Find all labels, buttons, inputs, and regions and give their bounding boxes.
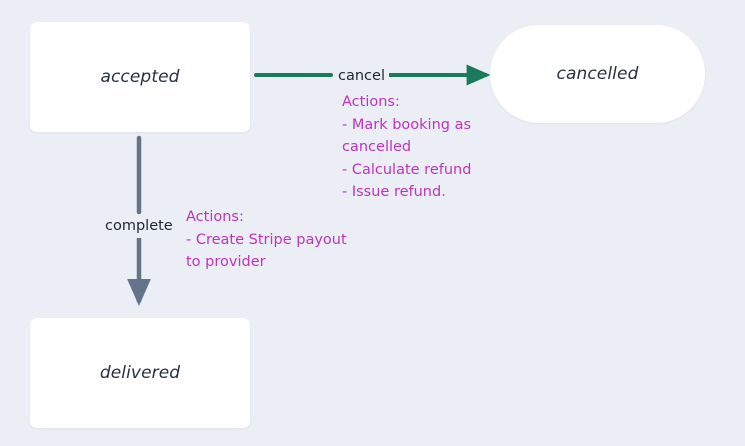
edge-label-complete: complete [101, 216, 177, 237]
actions-heading: Actions: [186, 209, 244, 225]
actions-item: - Mark booking as [342, 116, 472, 133]
actions-heading: Actions: [342, 94, 400, 110]
edge-label-cancel: cancel [334, 67, 389, 86]
actions-item: - Calculate refund [342, 161, 472, 178]
state-node-delivered-label: delivered [99, 363, 181, 383]
state-node-accepted[interactable]: accepted [30, 22, 250, 132]
state-node-cancelled[interactable]: cancelled [490, 25, 705, 123]
actions-item: - Create Stripe payout [186, 231, 347, 248]
state-node-delivered[interactable]: delivered [30, 318, 250, 428]
actions-item: to provider [186, 254, 266, 270]
actions-item: cancelled [342, 139, 412, 155]
actions-annotation-complete: Actions: - Create Stripe payout to provi… [186, 206, 347, 274]
state-node-cancelled-label: cancelled [556, 64, 639, 84]
actions-item: - Issue refund. [342, 184, 446, 200]
actions-annotation-cancel: Actions: - Mark booking as cancelled - C… [342, 91, 471, 204]
state-node-accepted-label: accepted [100, 67, 180, 87]
